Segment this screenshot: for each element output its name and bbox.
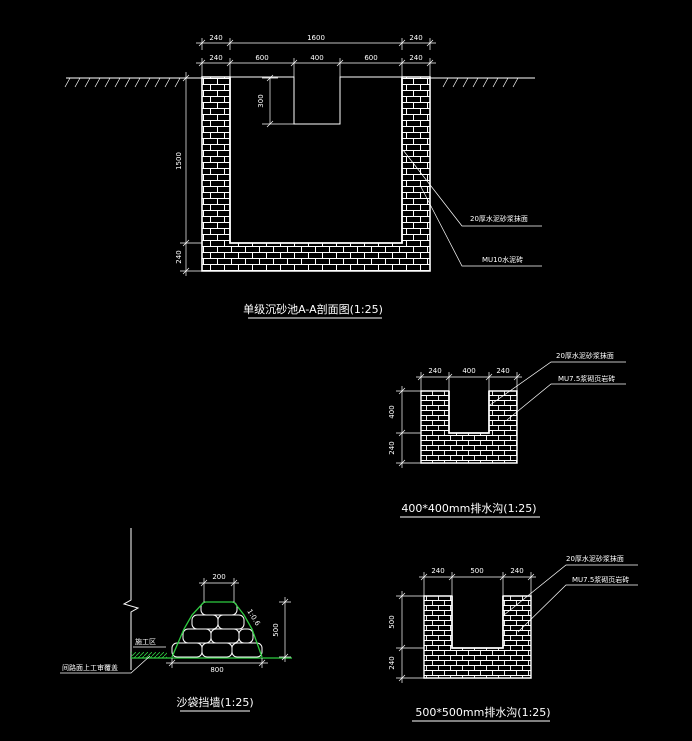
drawing-title: 400*400mm排水沟(1:25) [401, 501, 536, 515]
sandbag [238, 628, 254, 644]
ground-line-left [64, 77, 202, 88]
dim-chain-left: 1500 240 [175, 72, 202, 276]
sandbag [217, 614, 245, 630]
dim-chain-top-1: 240 1600 240 [196, 34, 436, 50]
dim-label: 400 [462, 367, 475, 375]
sandbag [191, 614, 219, 630]
sandbag-stack [171, 601, 263, 658]
sandbag [182, 628, 212, 644]
ditch-400-channel [448, 391, 490, 434]
callout-plaster-ditch-400: 20厚水泥砂浆抹面 [489, 351, 626, 406]
ditch-500-section: 240 500 240 500 240 20厚水泥砂浆抹面 MU7.5浆砌页岩砖… [388, 554, 638, 722]
tank-brick-walls [201, 76, 431, 272]
callout-label: 20厚水泥砂浆抹面 [566, 554, 624, 563]
callout-brick: MU10水泥砖 [419, 184, 542, 267]
dim-label: 500 [272, 623, 280, 636]
callout-label: MU10水泥砖 [482, 255, 523, 264]
sandbag [210, 628, 240, 644]
dim-label: 200 [212, 573, 225, 581]
title-ditch-500: 500*500mm排水沟(1:25) [412, 705, 551, 722]
ground-line-right [430, 77, 535, 88]
callout-label: MU7.5浆砌页岩砖 [572, 575, 629, 584]
dim-label: 240 [428, 367, 441, 375]
label-road-cover: 间路面上工审覆盖 [60, 655, 151, 674]
drawing-title: 单级沉砂池A-A剖面图(1:25) [243, 302, 383, 316]
dim-label: 240 [409, 34, 422, 42]
dim-label: 300 [257, 94, 265, 107]
ditch-500-channel [451, 596, 504, 649]
dim-chain-top-2: 240 600 400 600 240 [196, 54, 436, 77]
dim-label: 240 [175, 250, 183, 263]
dim-label: 240 [209, 34, 222, 42]
drawing-title: 500*500mm排水沟(1:25) [415, 705, 550, 719]
callout-label: 20厚水泥砂浆抹面 [556, 351, 614, 360]
dim-top-sandbag: 200 [199, 573, 239, 602]
settling-tank-section: 240 1600 240 240 600 400 600 240 300 1 [64, 34, 542, 319]
drawing-title: 沙袋挡墙(1:25) [176, 695, 253, 709]
dim-label: 1500 [175, 152, 183, 170]
dim-label: 600 [255, 54, 268, 62]
sandbag-wall-section: 200 800 500 1:0.6 施工区 间路面上工审覆盖 [60, 528, 292, 712]
dim-label: 800 [210, 666, 223, 674]
dim-notch-depth: 300 [257, 74, 294, 128]
callout-plaster: 20厚水泥砂浆抹面 [402, 149, 542, 227]
dim-label: 240 [388, 441, 396, 454]
dim-label: 400 [310, 54, 323, 62]
callout-brick-ditch-500: MU7.5浆砌页岩砖 [517, 575, 638, 633]
title-sandbag-wall: 沙袋挡墙(1:25) [176, 695, 254, 712]
dim-label: 240 [431, 567, 444, 575]
ditch-400-section: 240 400 240 400 240 20厚水泥砂浆抹面 MU7.5浆砌页岩砖… [388, 351, 626, 518]
tank-inner-wall [229, 77, 403, 244]
slope-label: 1:0.6 [245, 608, 262, 628]
callout-label: MU7.5浆砌页岩砖 [558, 374, 615, 383]
dim-label: 240 [510, 567, 523, 575]
callout-plaster-ditch-500: 20厚水泥砂浆抹面 [503, 554, 638, 616]
sandbag-wall-outline [171, 601, 263, 658]
dim-height-sandbag: 500 [272, 597, 291, 662]
dim-base-sandbag: 800 [166, 658, 268, 674]
dim-label: 240 [496, 367, 509, 375]
tank-top-notch [230, 76, 402, 125]
title-ditch-400: 400*400mm排水沟(1:25) [400, 501, 540, 518]
sandbag [201, 642, 233, 658]
dim-label: 240 [409, 54, 422, 62]
sandbag [200, 601, 238, 616]
dim-chain-top-ditch-500: 240 500 240 [419, 567, 536, 596]
dim-chain-top-ditch-400: 240 400 240 [416, 367, 522, 391]
reference-line-break [122, 528, 140, 670]
soil-hatch [131, 652, 167, 658]
dim-chain-left-ditch-400: 400 240 [388, 386, 421, 468]
ditch-400-brick [420, 390, 518, 464]
dim-label: 400 [388, 405, 396, 418]
callout-brick-ditch-400: MU7.5浆砌页岩砖 [506, 374, 626, 421]
label-construction-zone: 施工区 [133, 637, 166, 648]
callout-label: 20厚水泥砂浆抹面 [470, 214, 528, 223]
dim-label: 1600 [307, 34, 325, 42]
road-label: 间路面上工审覆盖 [62, 663, 118, 672]
dim-label: 500 [470, 567, 483, 575]
zone-label: 施工区 [135, 637, 156, 646]
ditch-500-brick [423, 595, 532, 679]
dim-label: 240 [209, 54, 222, 62]
title-settling-tank: 单级沉砂池A-A剖面图(1:25) [243, 302, 383, 319]
dim-label: 500 [388, 615, 396, 628]
dim-label: 240 [388, 656, 396, 669]
dim-label: 600 [364, 54, 377, 62]
dim-chain-left-ditch-500: 500 240 [388, 591, 424, 683]
